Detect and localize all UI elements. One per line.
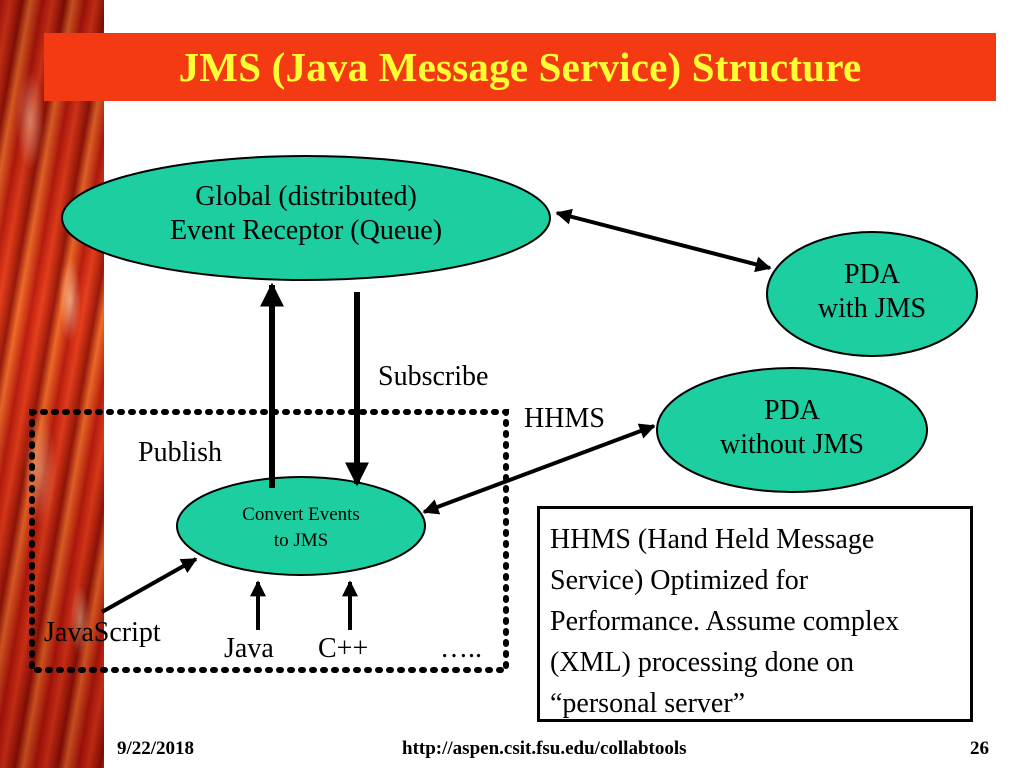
pda-with-jms-line1: PDA xyxy=(843,259,900,290)
pda-without-jms-line2: without JMS xyxy=(720,429,864,461)
title-bar: JMS (Java Message Service) Structure xyxy=(44,33,996,101)
ellipsis-label: ….. xyxy=(440,633,482,664)
convert-events-label: Convert Events to JMS xyxy=(177,502,425,553)
convert-events-line2: to JMS xyxy=(273,529,329,551)
decorative-side-strip xyxy=(0,0,104,768)
slide-title: JMS (Java Message Service) Structure xyxy=(178,44,862,90)
global-queue-line1: Global (distributed) xyxy=(195,181,417,212)
convert-events-line1: Convert Events xyxy=(242,504,360,525)
javascript-arrow xyxy=(101,557,198,614)
page-number: 26 xyxy=(970,738,989,759)
footer-date: 9/22/2018 xyxy=(117,738,195,759)
publish-label: Publish xyxy=(138,437,223,468)
global-queue-line2: Event Receptor (Queue) xyxy=(169,215,443,247)
javascript-label: JavaScript xyxy=(44,617,161,648)
pda-with-jms-label: PDA with JMS xyxy=(767,258,977,326)
convert-events-node xyxy=(176,476,426,576)
global-queue-node xyxy=(61,155,551,281)
hhms-note-text: HHMS (Hand Held Message Service) Optimiz… xyxy=(550,524,900,719)
global-queue-label: Global (distributed) Event Receptor (Que… xyxy=(62,180,550,248)
pda-with-jms-node xyxy=(766,231,978,357)
java-label: Java xyxy=(224,633,274,664)
pda-with-jms-line2: with JMS xyxy=(817,293,927,325)
hhms-label: HHMS xyxy=(524,403,605,434)
footer-url: http://aspen.csit.fsu.edu/collabtools xyxy=(402,738,687,759)
hhms-arrow xyxy=(422,423,656,515)
dotted-region-boundary xyxy=(29,409,509,673)
queue-pda-jms-arrow xyxy=(555,208,772,273)
subscribe-label: Subscribe xyxy=(378,361,489,392)
pda-without-jms-node xyxy=(656,367,928,493)
pda-without-jms-label: PDA without JMS xyxy=(657,394,927,462)
hhms-note-box: HHMS (Hand Held Message Service) Optimiz… xyxy=(537,506,973,722)
cpp-label: C++ xyxy=(318,633,369,664)
pda-without-jms-line1: PDA xyxy=(763,395,820,426)
